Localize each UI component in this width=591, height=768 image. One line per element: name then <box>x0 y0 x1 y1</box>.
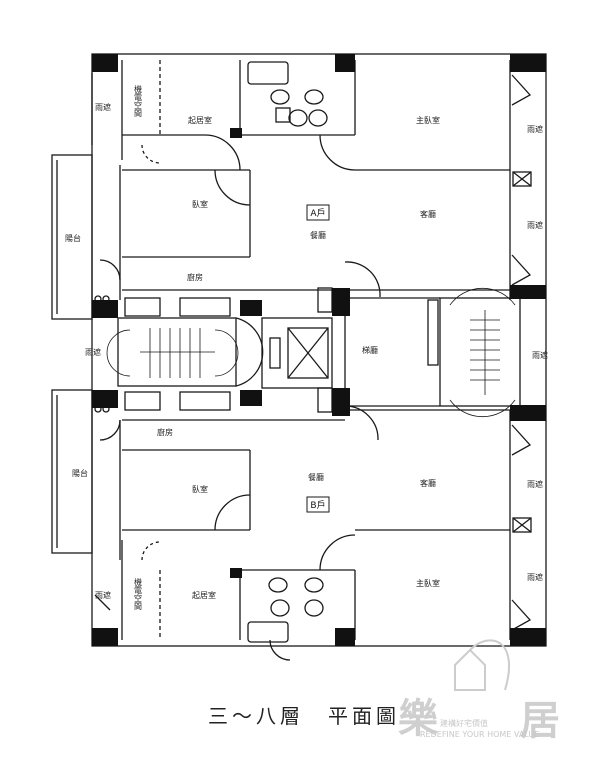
door-swing <box>269 639 291 661</box>
column <box>510 405 546 421</box>
door-swing <box>214 169 251 206</box>
door-swing <box>141 144 161 164</box>
door-swing <box>344 261 381 298</box>
door-swing <box>214 494 251 531</box>
elevator-outline <box>261 317 333 389</box>
label-stair-hall: 梯廳 <box>362 345 378 355</box>
column <box>332 288 350 316</box>
label-rain-shelter: 雨遮 <box>527 220 543 230</box>
column <box>332 388 350 416</box>
door-swing <box>99 259 121 281</box>
label-balcony: 陽台 <box>65 233 81 243</box>
watermark-tagline-en: REDEFINE YOUR HOME VALUE <box>420 730 540 739</box>
unit-a-marker-box <box>306 204 330 221</box>
balcony-bottom-outline <box>51 389 93 554</box>
column <box>92 390 118 408</box>
column <box>230 128 242 138</box>
label-kitchen: 廚房 <box>157 427 173 437</box>
label-living-room: 起居室 <box>192 590 216 600</box>
label-balcony: 陽台 <box>72 468 88 478</box>
column <box>335 628 355 646</box>
label-master-bedroom: 主臥室 <box>416 578 440 588</box>
label-dining-room: 餐廳 <box>310 230 326 240</box>
door-swing <box>319 534 356 571</box>
label-mech-space: 機電空間 <box>134 84 143 118</box>
column <box>92 300 118 318</box>
floor-plan-title: 三～八層 平面圖 <box>208 704 400 728</box>
door-swing <box>99 419 121 441</box>
door-swing <box>235 317 264 387</box>
stair-right-outline <box>439 297 521 407</box>
door-swing <box>141 541 161 561</box>
label-rain-shelter: 雨遮 <box>85 347 101 357</box>
balcony-top-outline <box>51 154 93 320</box>
label-bedroom: 臥室 <box>192 484 208 494</box>
column <box>335 54 355 72</box>
label-living-room: 起居室 <box>188 115 212 125</box>
label-master-bedroom: 主臥室 <box>416 115 440 125</box>
stair-left-outline <box>117 317 237 387</box>
bathtub <box>247 61 289 85</box>
label-rain-shelter: 雨遮 <box>527 572 543 582</box>
door-swing <box>344 405 379 441</box>
column <box>230 568 242 578</box>
column <box>92 54 118 72</box>
label-kitchen: 廚房 <box>187 272 203 282</box>
column <box>510 54 546 72</box>
building-outline <box>91 53 547 647</box>
label-guest-hall: 客廳 <box>420 209 436 219</box>
unit-b-marker: B戶 <box>310 499 325 511</box>
label-bedroom: 臥室 <box>192 199 208 209</box>
watermark-right-char: 居 <box>520 698 560 744</box>
door-swing <box>319 134 356 171</box>
door-swing <box>204 134 241 171</box>
label-mech-space: 機電空間 <box>134 577 143 611</box>
label-rain-shelter: 雨遮 <box>532 350 548 360</box>
column <box>510 628 546 646</box>
column <box>510 285 546 299</box>
label-dining-room: 餐廳 <box>308 472 324 482</box>
unit-b-marker-box <box>306 496 330 513</box>
column <box>240 300 262 316</box>
label-rain-shelter: 雨遮 <box>95 102 111 112</box>
label-rain-shelter: 雨遮 <box>527 479 543 489</box>
watermark-logo <box>454 639 511 691</box>
watermark-tagline-cn: 建構好宅價值 <box>440 719 488 728</box>
label-rain-shelter: 雨遮 <box>527 124 543 134</box>
label-guest-hall: 客廳 <box>420 478 436 488</box>
unit-a-marker: A戶 <box>310 207 325 219</box>
label-rain-shelter: 雨遮 <box>95 590 111 600</box>
watermark-left-char: 樂 <box>398 696 438 742</box>
column <box>240 390 262 406</box>
column <box>92 628 118 646</box>
bathtub <box>247 621 289 643</box>
